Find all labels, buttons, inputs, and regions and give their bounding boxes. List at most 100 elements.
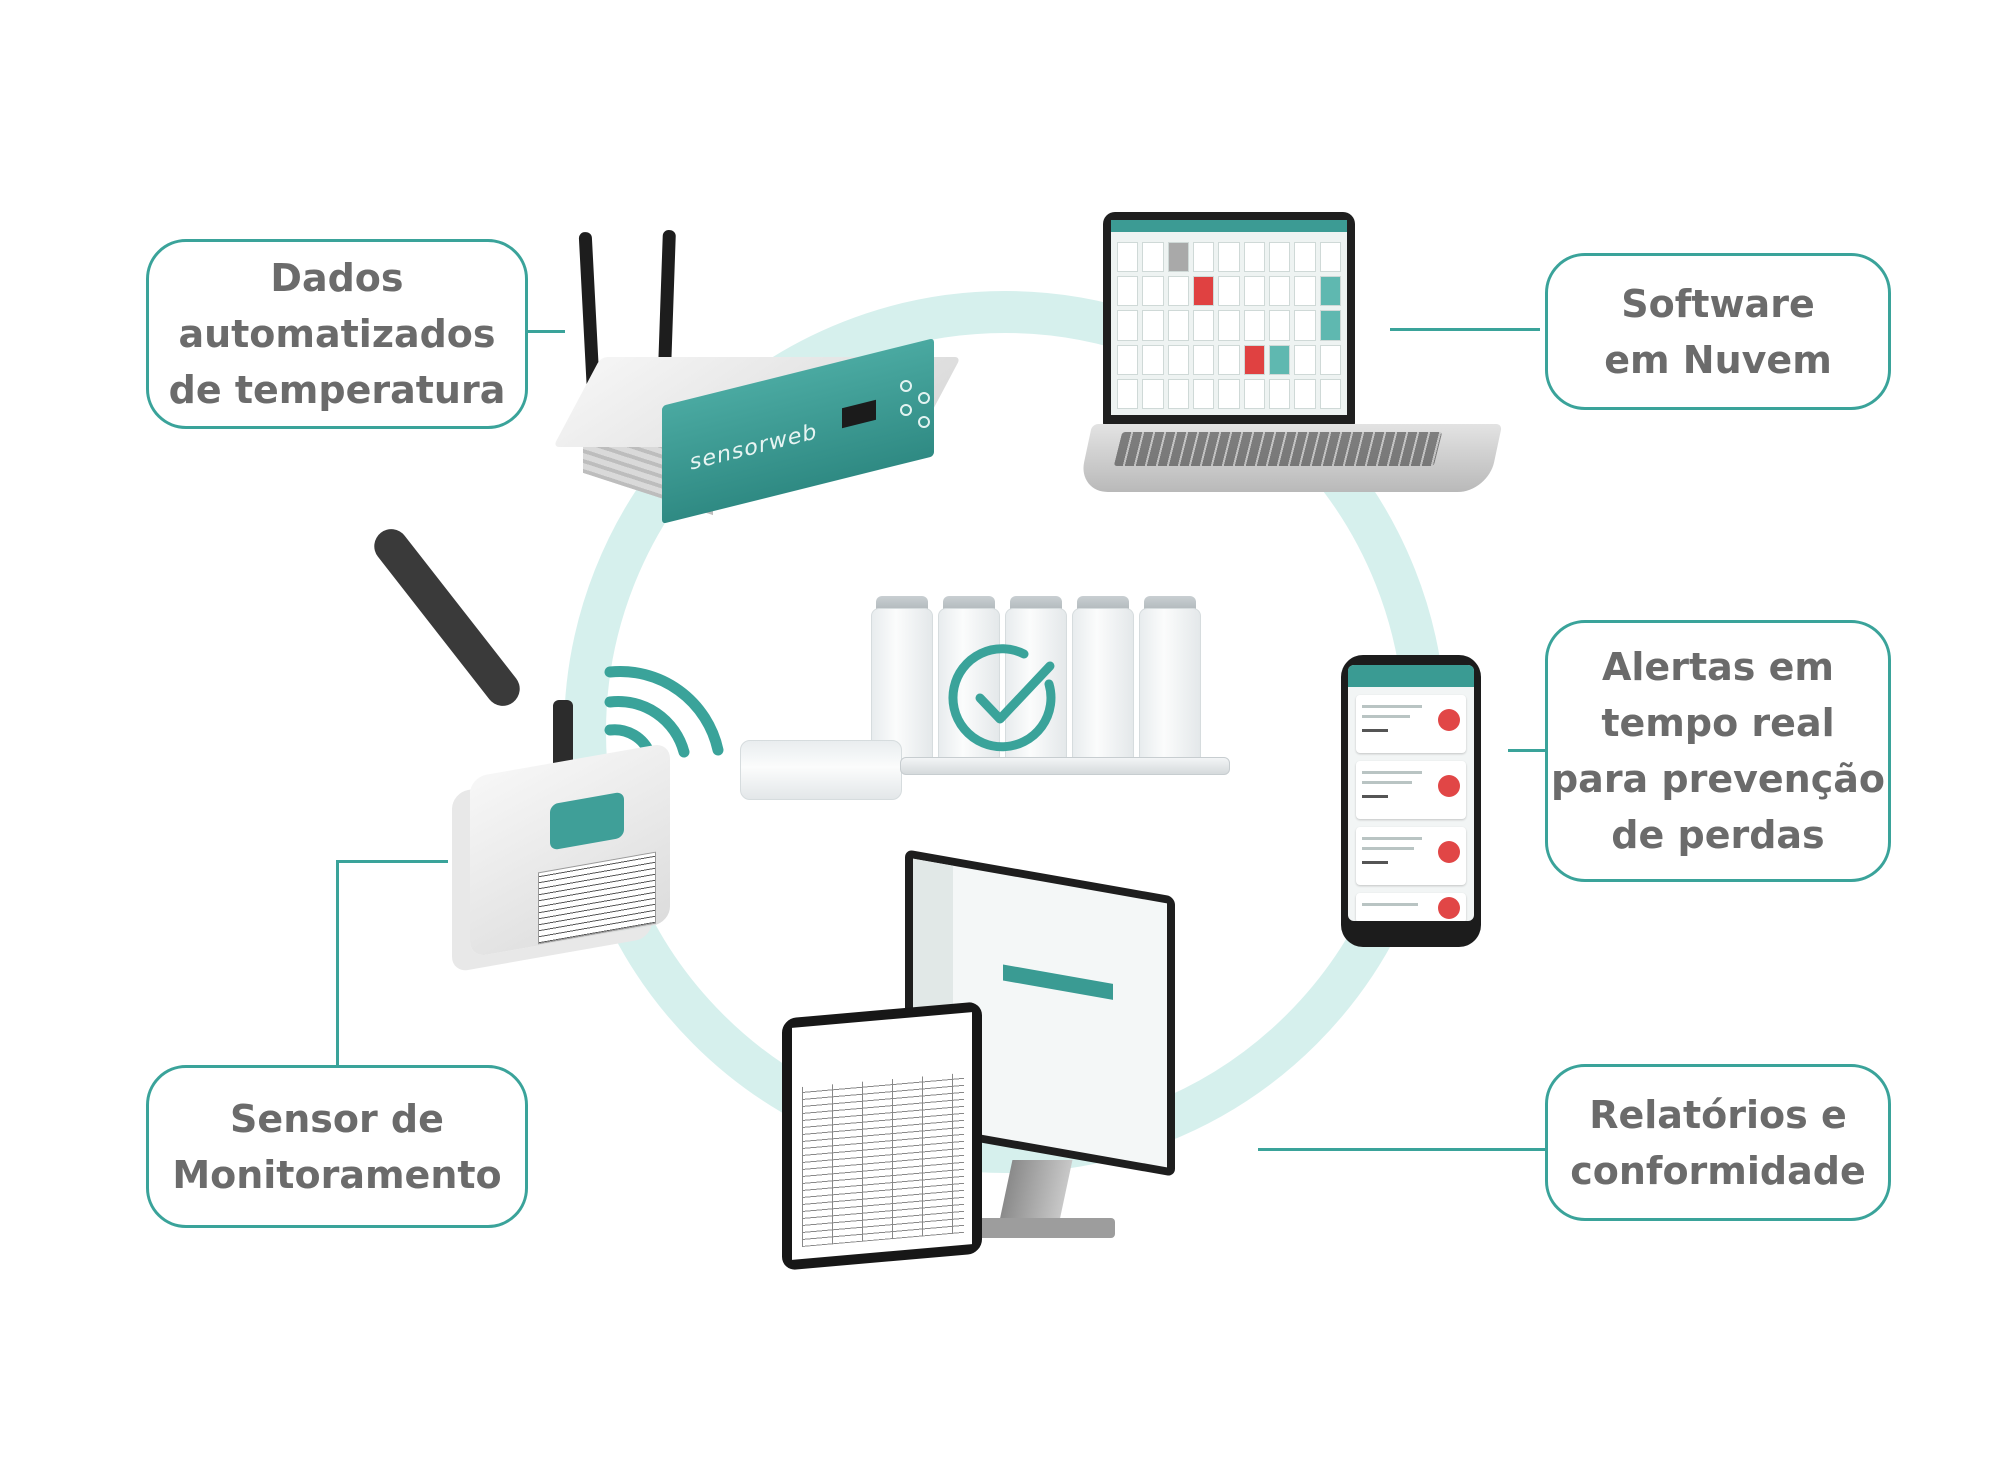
alert-bell-icon xyxy=(1438,841,1460,863)
dashboard-sensor-tile xyxy=(1167,378,1189,409)
alert-text-line xyxy=(1362,715,1410,718)
dashboard-sensor-tile xyxy=(1294,310,1316,341)
label-alertas: Alertas em tempo real para prevenção de … xyxy=(1545,620,1891,882)
dashboard-sensor-tile xyxy=(1142,378,1164,409)
tablet-device xyxy=(782,1001,982,1271)
alert-text-line xyxy=(1362,781,1412,784)
label-dados-text: Dados automatizados de temperatura xyxy=(168,256,506,412)
connector-relatorios xyxy=(1258,1148,1548,1151)
alert-card xyxy=(1356,761,1466,819)
gateway-button-icon xyxy=(918,416,930,428)
alert-text-line xyxy=(1362,903,1418,906)
dashboard-sensor-tile xyxy=(1193,242,1215,273)
vial-lying xyxy=(740,740,902,800)
monitor-foot xyxy=(965,1218,1115,1238)
vial xyxy=(1139,608,1201,770)
dashboard-sensor-tile xyxy=(1167,276,1189,307)
alert-text-line xyxy=(1362,705,1422,708)
dashboard-sensor-tile xyxy=(1193,378,1215,409)
connector-sensor-h xyxy=(336,860,448,863)
dashboard-sensor-tile xyxy=(1269,242,1291,273)
dashboard-sensor-tile xyxy=(1269,378,1291,409)
dashboard-sensor-tile xyxy=(1243,378,1265,409)
dashboard-sensor-tile xyxy=(1294,242,1316,273)
label-sensor-text: Sensor de Monitoramento xyxy=(172,1096,502,1197)
tablet-report-table xyxy=(802,1072,964,1247)
dashboard-sensor-tile xyxy=(1142,276,1164,307)
connector-dados xyxy=(525,330,565,333)
dashboard-sensor-tile xyxy=(1269,276,1291,307)
label-software-nuvem: Software em Nuvem xyxy=(1545,253,1891,410)
gateway-button-icon xyxy=(900,380,912,392)
dashboard-sensor-tile xyxy=(1218,276,1240,307)
phone-app-bar xyxy=(1348,665,1474,687)
dashboard-sensor-tile xyxy=(1117,310,1139,341)
label-relatorios: Relatórios e conformidade xyxy=(1545,1064,1891,1221)
dashboard-sensor-tile xyxy=(1193,276,1215,307)
label-relatorios-text: Relatórios e conformidade xyxy=(1570,1092,1866,1193)
dashboard-sensor-tile xyxy=(1319,344,1341,375)
dashboard-sensor-tile xyxy=(1117,276,1139,307)
dashboard-sensor-tile xyxy=(1193,344,1215,375)
dashboard-sensor-tile xyxy=(1142,344,1164,375)
alert-text-line xyxy=(1362,837,1422,840)
alert-text-line xyxy=(1362,847,1414,850)
connector-software xyxy=(1390,328,1540,331)
dashboard-sensor-tile xyxy=(1319,310,1341,341)
wifi-signal-icon xyxy=(604,665,724,760)
alert-bell-icon xyxy=(1438,709,1460,731)
dashboard-sensor-tile xyxy=(1269,310,1291,341)
dashboard-sensor-tile xyxy=(1117,242,1139,273)
alert-text-line xyxy=(1362,729,1388,732)
laptop-app-bar xyxy=(1111,220,1347,232)
label-software-text: Software em Nuvem xyxy=(1604,281,1832,382)
dashboard-sensor-tile xyxy=(1117,378,1139,409)
label-alertas-text: Alertas em tempo real para prevenção de … xyxy=(1550,645,1886,857)
syringe xyxy=(900,757,1230,775)
dashboard-sensor-tile xyxy=(1319,242,1341,273)
alert-card xyxy=(1356,695,1466,753)
connector-sensor-v xyxy=(336,860,339,1068)
dashboard-sensor-tile xyxy=(1218,242,1240,273)
dashboard-sensor-tile xyxy=(1167,310,1189,341)
laptop-sensor-grid xyxy=(1117,242,1341,409)
laptop-dashboard xyxy=(1111,220,1347,415)
dashboard-sensor-tile xyxy=(1193,310,1215,341)
label-sensor-monitoramento: Sensor de Monitoramento xyxy=(146,1065,528,1228)
dashboard-sensor-tile xyxy=(1294,378,1316,409)
dashboard-sensor-tile xyxy=(1167,242,1189,273)
dashboard-sensor-tile xyxy=(1218,310,1240,341)
sensor-antenna-joint xyxy=(553,700,573,770)
dashboard-sensor-tile xyxy=(1117,344,1139,375)
laptop-screen xyxy=(1103,212,1355,425)
gateway-button-icon xyxy=(900,404,912,416)
smartphone-device xyxy=(1341,655,1481,947)
dashboard-sensor-tile xyxy=(1269,344,1291,375)
dashboard-sensor-tile xyxy=(1319,378,1341,409)
alert-bell-icon xyxy=(1438,897,1460,919)
tablet-report-screen xyxy=(792,1012,972,1260)
dashboard-sensor-tile xyxy=(1167,344,1189,375)
phone-alert-screen xyxy=(1348,665,1474,921)
alert-text-line xyxy=(1362,861,1388,864)
alert-card xyxy=(1356,893,1466,921)
dashboard-sensor-tile xyxy=(1218,344,1240,375)
dashboard-sensor-tile xyxy=(1243,242,1265,273)
gateway-button-icon xyxy=(918,392,930,404)
dashboard-sensor-tile xyxy=(1142,310,1164,341)
monitor-report-header xyxy=(1003,964,1113,1000)
alert-card xyxy=(1356,827,1466,885)
dashboard-sensor-tile xyxy=(1243,310,1265,341)
dashboard-sensor-tile xyxy=(1294,344,1316,375)
dashboard-sensor-tile xyxy=(1294,276,1316,307)
checkmark-circle-icon xyxy=(948,644,1056,752)
dashboard-sensor-tile xyxy=(1319,276,1341,307)
alert-text-line xyxy=(1362,795,1388,798)
connector-alertas xyxy=(1508,749,1546,752)
dashboard-sensor-tile xyxy=(1218,378,1240,409)
alert-text-line xyxy=(1362,771,1422,774)
dashboard-sensor-tile xyxy=(1243,276,1265,307)
dashboard-sensor-tile xyxy=(1243,344,1265,375)
vial xyxy=(1072,608,1134,770)
laptop-keyboard xyxy=(1113,432,1443,466)
